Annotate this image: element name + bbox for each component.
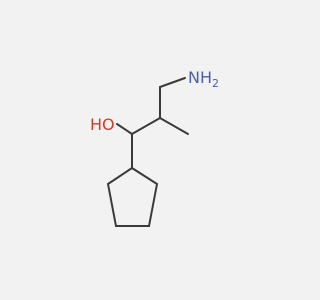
hydroxyl-hydrogen: H [90, 115, 102, 134]
bond-ch-cho [131, 117, 161, 135]
bond-ch-methyl [159, 117, 189, 135]
hydroxyl-symbol: O [102, 115, 115, 134]
molecule-diagram: NH2 HO [90, 68, 219, 227]
bond-n-ch2 [159, 77, 186, 88]
hydroxyl-label: HO [90, 115, 115, 134]
amine-hydrogen: H [200, 68, 212, 87]
cyclopentyl-ring [106, 166, 159, 227]
amine-label: NH2 [188, 68, 219, 90]
molecule-svg: NH2 HO [90, 68, 219, 227]
amine-hydrogen-count: 2 [212, 77, 219, 90]
amine-symbol: N [188, 68, 200, 87]
bond-cho-oh [116, 123, 133, 135]
